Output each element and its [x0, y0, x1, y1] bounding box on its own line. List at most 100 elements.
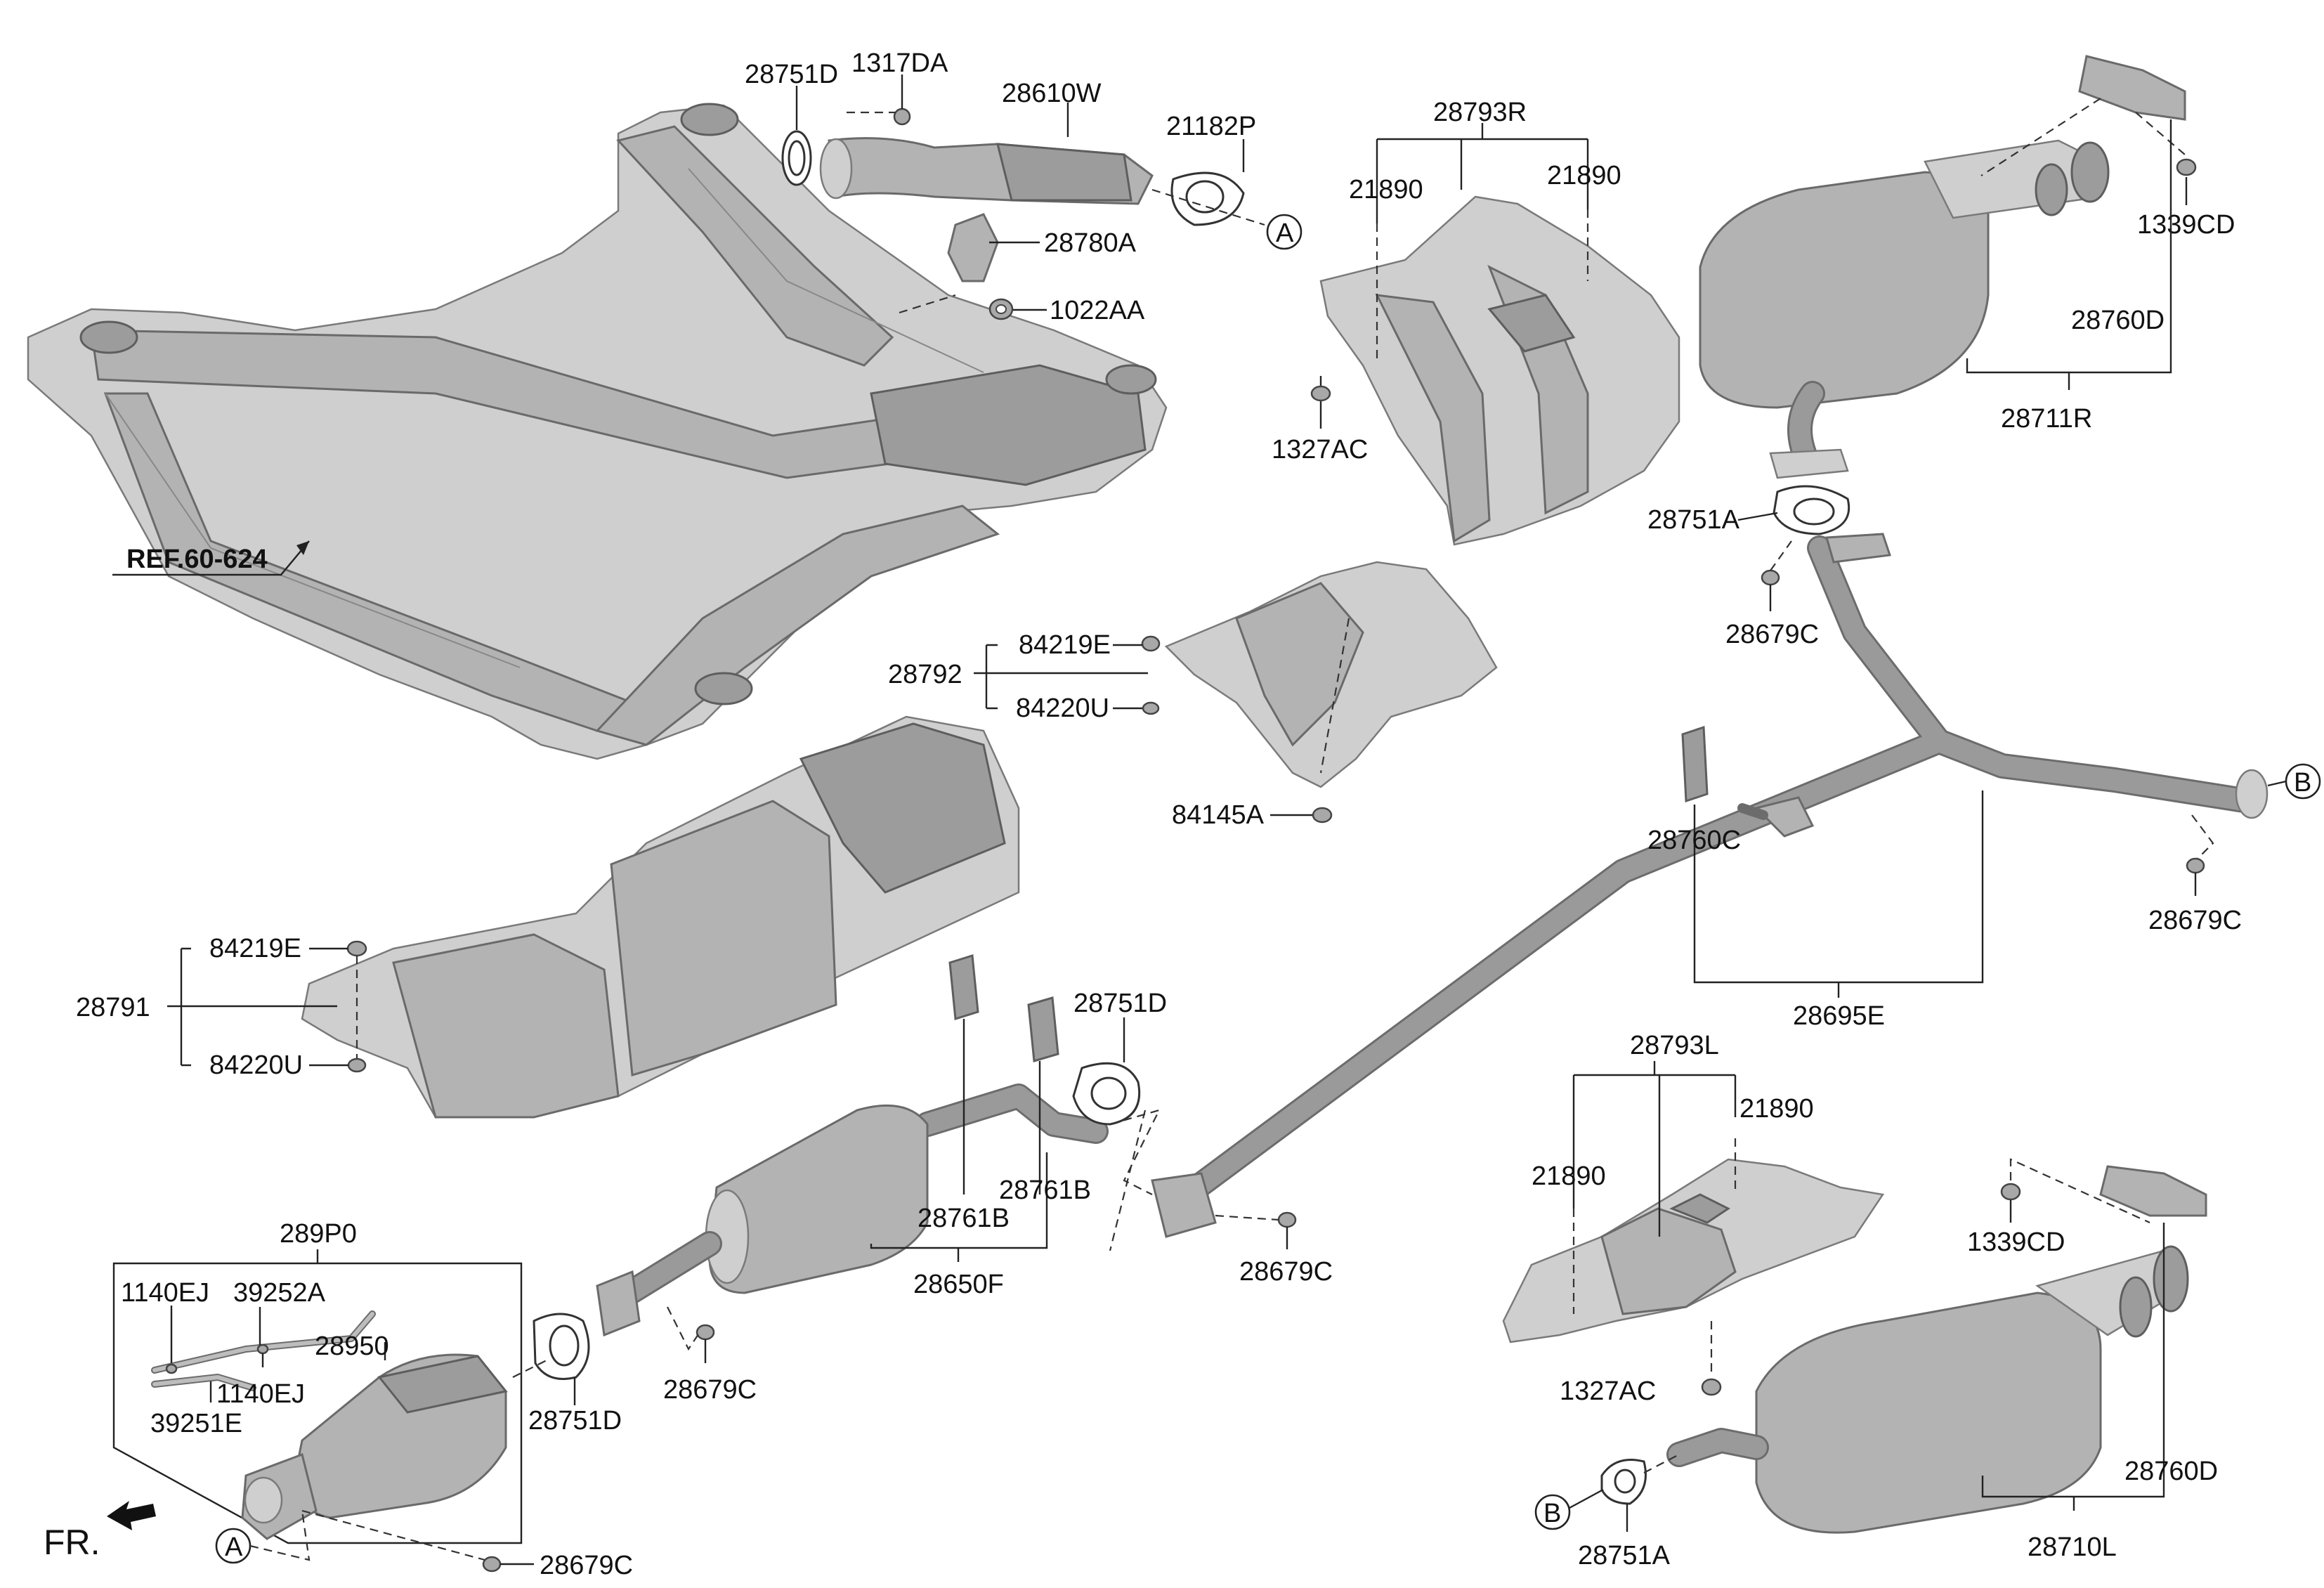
label-1140ej-1: 1140EJ: [121, 1278, 209, 1308]
label-28793r: 28793R: [1433, 98, 1527, 127]
nut-28679c-mid: [1761, 569, 1780, 586]
label-28679c-mid: 28679C: [1725, 620, 1819, 649]
front-pipe-28610w: [819, 137, 1154, 205]
heat-protector-28793l: [1502, 1158, 1885, 1343]
catalytic-converter-28950: [241, 1353, 508, 1540]
intermediate-pipe-28695e: [1151, 533, 2268, 1238]
nut-1022aa: [988, 298, 1014, 320]
label-28751a-low: 28751A: [1578, 1541, 1671, 1570]
label-28679c-center: 28679C: [1239, 1257, 1333, 1287]
label-28679c-low: 28679C: [663, 1375, 757, 1405]
nut-1339cd-low: [2000, 1183, 2021, 1201]
label-28711r: 28711R: [2001, 404, 2092, 434]
subframe-crossmember: [27, 103, 1168, 760]
label-28761b-2: 28761B: [999, 1176, 1091, 1205]
label-28710l: 28710L: [2028, 1532, 2117, 1562]
front-direction-indicator: FR.: [44, 1501, 156, 1562]
label-21890-l1: 21890: [1532, 1161, 1606, 1191]
ref-label: REF.60-624: [126, 545, 268, 574]
svg-text:A: A: [225, 1532, 243, 1562]
svg-text:B: B: [2294, 768, 2311, 798]
label-1327ac-low: 1327AC: [1560, 1377, 1656, 1406]
nut-28679c-center: [1277, 1211, 1297, 1228]
rear-muffler-right: [1699, 55, 2186, 469]
gasket-28751a-top: [1769, 448, 1850, 535]
label-28792: 28792: [888, 660, 962, 689]
label-28761b-1: 28761B: [918, 1204, 1010, 1233]
nut-1140ej-1: [165, 1363, 178, 1374]
label-84220u-mid: 84220U: [1016, 694, 1109, 723]
nut-28679c-bottom: [482, 1556, 502, 1573]
label-28760d-top: 28760D: [2071, 306, 2165, 335]
nut-28679c-low: [696, 1324, 715, 1341]
svg-text:B: B: [1543, 1499, 1561, 1528]
label-28760c: 28760C: [1647, 826, 1741, 855]
label-1339cd-low: 1339CD: [1967, 1228, 2065, 1257]
nut-1317da: [893, 108, 911, 126]
label-84145a: 84145A: [1172, 800, 1265, 830]
nut-84219e-mid: [1141, 635, 1161, 652]
nut-1339cd-top: [2176, 158, 2197, 176]
gasket-28751a-low: [1600, 1459, 1647, 1505]
center-muffler-28650f: [596, 1083, 1109, 1337]
label-39252a: 39252A: [233, 1278, 326, 1308]
label-1140ej-2: 1140EJ: [216, 1379, 305, 1409]
label-84220u-left: 84220U: [209, 1050, 303, 1080]
label-1327ac-top: 1327AC: [1272, 435, 1368, 464]
nut-1327ac-top: [1310, 385, 1331, 402]
box-289p0: [112, 1249, 523, 1544]
label-28793l: 28793L: [1630, 1031, 1719, 1060]
label-21890-r1: 21890: [1349, 175, 1423, 204]
label-28950: 28950: [315, 1332, 389, 1361]
label-39251e: 39251E: [150, 1409, 242, 1438]
nut-84220u-left: [347, 1057, 367, 1073]
rear-muffler-left: [1666, 1165, 2207, 1534]
nut-1327ac-low: [1701, 1378, 1722, 1396]
gasket-28751d-mid: [1072, 1062, 1141, 1126]
label-28780a: 28780A: [1044, 228, 1137, 258]
label-21890-l2: 21890: [1739, 1094, 1814, 1124]
sensor-39252a: [151, 1310, 376, 1374]
label-28679c-bottom: 28679C: [540, 1551, 633, 1580]
label-28791: 28791: [76, 993, 150, 1022]
label-21182p: 21182P: [1166, 112, 1256, 141]
nut-84220u-mid: [1142, 701, 1160, 715]
label-28751a-top: 28751A: [1647, 505, 1740, 535]
heat-protector-28792: [1164, 561, 1498, 788]
label-28695e: 28695E: [1793, 1001, 1885, 1031]
label-1022aa: 1022AA: [1050, 296, 1145, 325]
label-1339cd-top: 1339CD: [2137, 210, 2235, 240]
label-21890-r2: 21890: [1547, 161, 1621, 190]
nut-28679c-right: [2186, 857, 2205, 874]
gasket-28751d-low: [533, 1313, 590, 1380]
heat-protector-28791: [301, 715, 1020, 1119]
label-28650f: 28650F: [913, 1270, 1004, 1299]
hanger-28761b-2: [1027, 996, 1059, 1062]
nut-84145a: [1312, 807, 1333, 824]
hanger-28761b-1: [948, 954, 979, 1020]
marker-b-right: B: [2285, 763, 2321, 800]
nut-84219e-left: [346, 940, 367, 957]
gasket-28751d-top: [781, 130, 812, 186]
nut-1140ej-2: [256, 1343, 269, 1355]
sensor-39251e: [151, 1374, 256, 1391]
label-28610w: 28610W: [1002, 79, 1102, 108]
ref-callout: REF.60-624: [112, 540, 310, 576]
label-289p0: 289P0: [280, 1219, 357, 1249]
label-28751d-low: 28751D: [528, 1406, 622, 1436]
label-28679c-right: 28679C: [2148, 906, 2242, 935]
hanger-28780a: [947, 213, 999, 282]
label-84219e-mid: 84219E: [1019, 630, 1111, 660]
label-84219e-left: 84219E: [209, 934, 301, 963]
marker-b-bottom: B: [1534, 1494, 1571, 1530]
hanger-28760c: [1681, 725, 1815, 838]
fr-label: FR.: [44, 1523, 100, 1562]
front-arrow-icon: [107, 1501, 156, 1530]
svg-text:A: A: [1276, 219, 1294, 248]
heat-protector-28793r: [1319, 195, 1680, 546]
label-28751d-mid: 28751D: [1073, 989, 1167, 1018]
label-28751d-top: 28751D: [745, 60, 838, 89]
marker-a-bottom: A: [215, 1528, 252, 1564]
label-28760d-low: 28760D: [2124, 1457, 2218, 1486]
